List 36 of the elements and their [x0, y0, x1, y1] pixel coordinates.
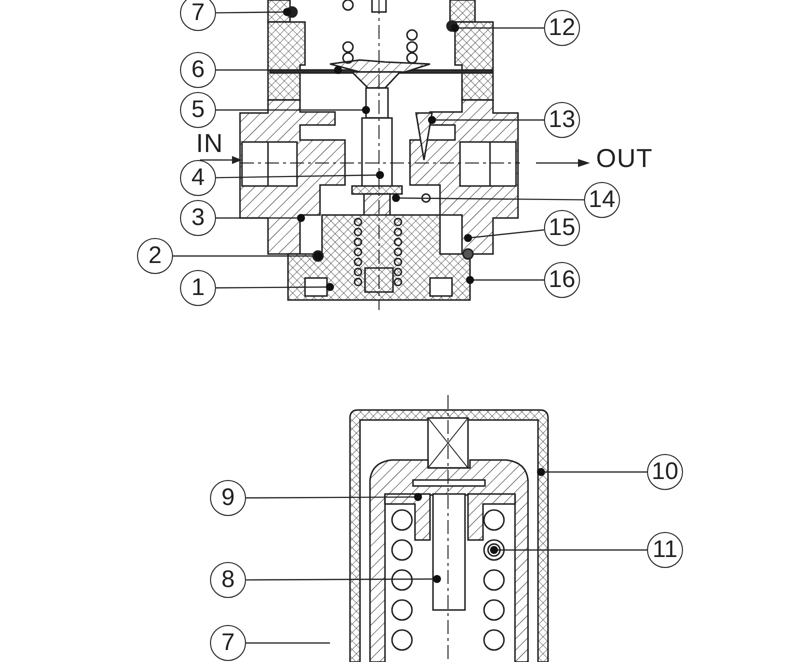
callout-number: 16: [544, 262, 580, 298]
callout-number: 12: [544, 10, 580, 46]
leader-line: [216, 214, 305, 222]
leader-line: [392, 194, 584, 202]
callout-number: 5: [180, 92, 216, 128]
leader-line: [464, 229, 544, 242]
port-label: IN: [196, 130, 224, 156]
callout-number: 6: [180, 52, 216, 88]
leader-line: [216, 8, 291, 16]
leader-line: [428, 116, 544, 124]
callout-number: 7: [180, 0, 216, 31]
callout-number: 3: [180, 200, 216, 236]
callout-number: 2: [137, 238, 173, 274]
leader-line: [246, 493, 422, 501]
port-label: OUT: [596, 145, 653, 171]
callout-number: 14: [584, 182, 620, 218]
callout-number: 15: [544, 210, 580, 246]
leader-line: [490, 546, 647, 554]
callout-number: 9: [210, 480, 246, 516]
leader-line: [216, 171, 384, 179]
callout-number: 13: [544, 102, 580, 138]
callout-number: 1: [180, 270, 216, 306]
leader-line: [451, 24, 544, 32]
leader-line: [216, 283, 334, 291]
leader-line: [466, 276, 544, 284]
callout-number: 8: [210, 562, 246, 598]
leader-line: [173, 252, 322, 260]
callout-number: 4: [180, 160, 216, 196]
callout-number: 11: [647, 532, 683, 568]
callout-number: 10: [647, 454, 683, 490]
leader-line: [216, 106, 370, 114]
leader-line: [216, 66, 342, 74]
leader-line: [537, 468, 647, 476]
leader-line: [246, 575, 441, 583]
leader-line: [246, 642, 330, 644]
callout-number: 7: [210, 625, 246, 661]
